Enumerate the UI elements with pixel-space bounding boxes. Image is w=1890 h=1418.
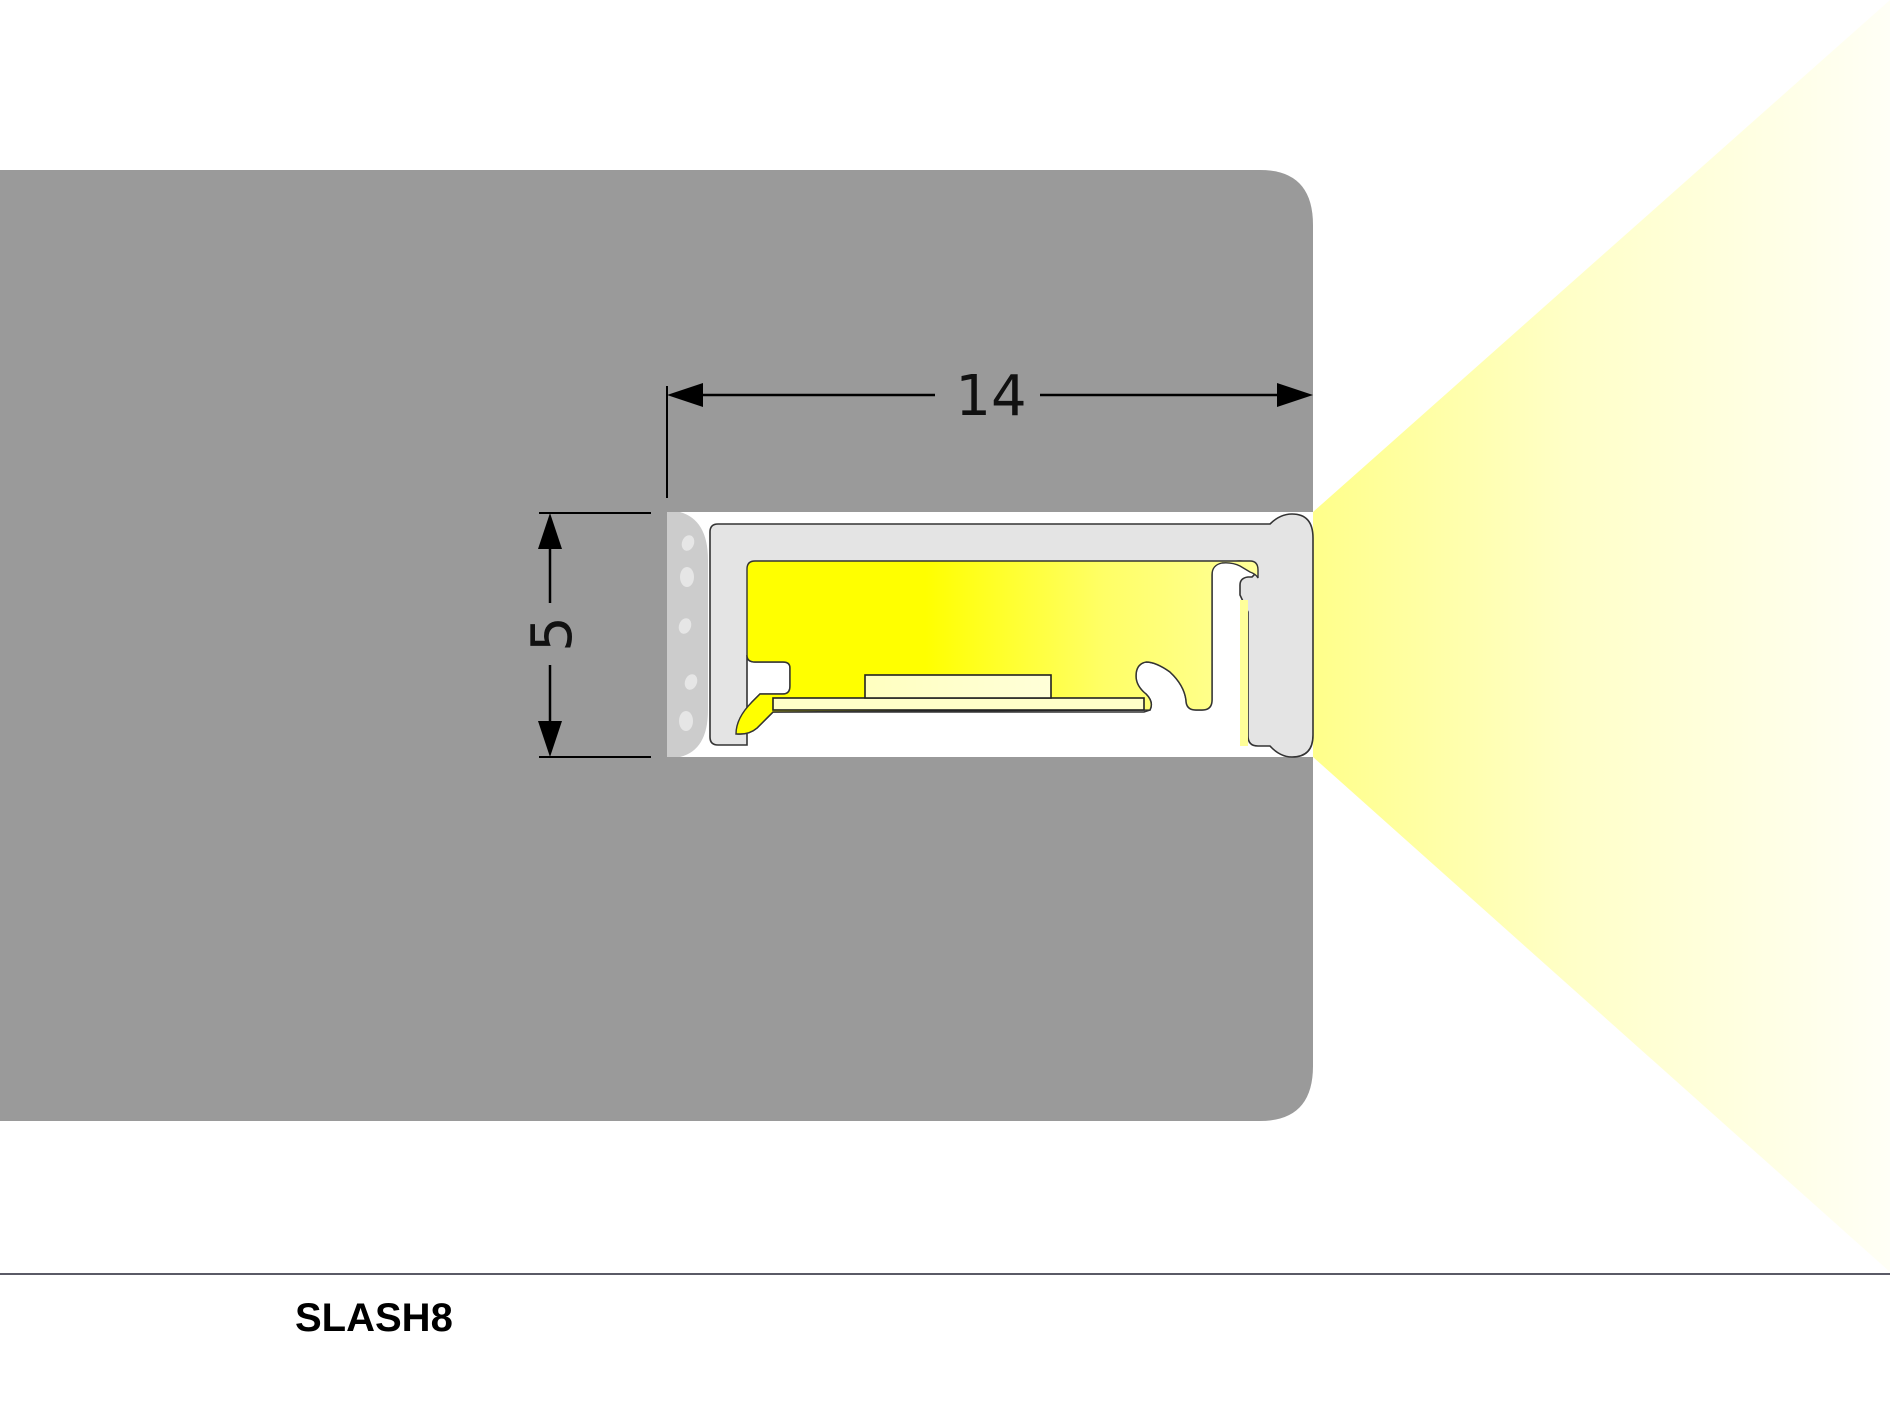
light-gap [1240, 600, 1248, 746]
wall-section [0, 170, 1313, 1121]
end-cap-holes [678, 535, 698, 731]
led-pcb [772, 697, 1145, 711]
dimension-height [538, 512, 651, 758]
dimension-height-label: 5 [520, 616, 585, 652]
end-cap [667, 512, 708, 757]
product-name: SLASH8 [295, 1296, 453, 1340]
dimension-width-label: 14 [955, 364, 1026, 429]
led-chip [864, 674, 1052, 699]
light-beam [1313, 0, 1890, 1272]
dimension-width [666, 383, 1313, 498]
caption-divider [0, 1273, 1890, 1275]
